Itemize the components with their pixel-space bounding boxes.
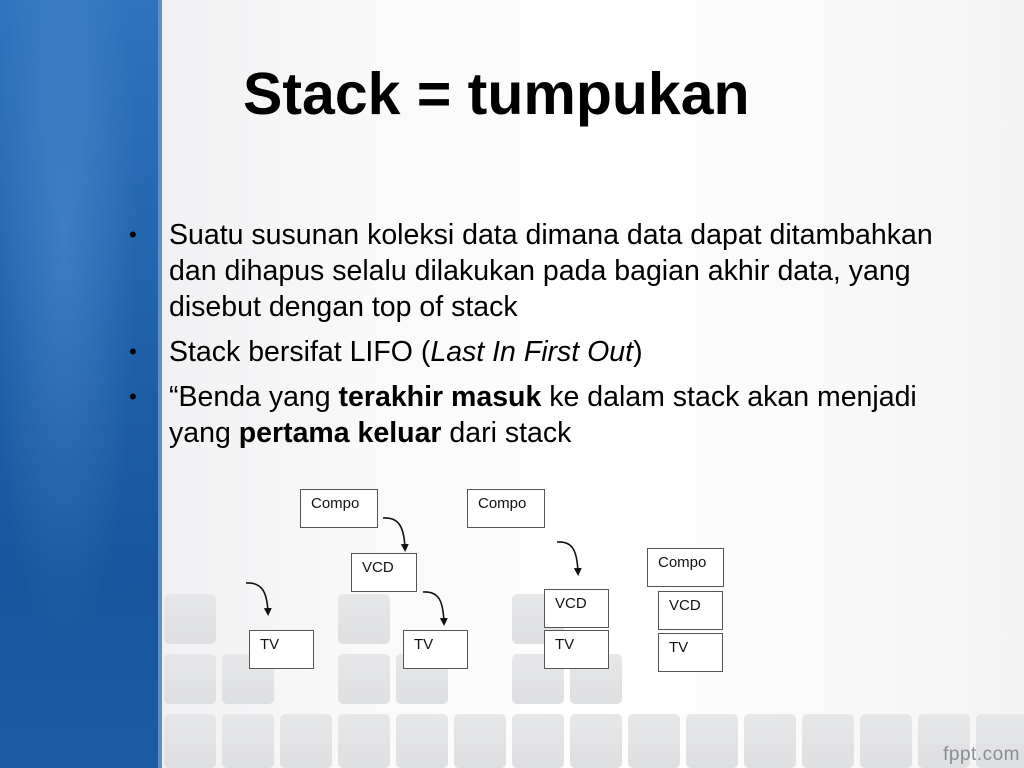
background-tile [222, 714, 274, 768]
bullet-text: pertama keluar [238, 417, 442, 449]
bullet-item: • Suatu susunan koleksi data dimana data … [129, 217, 959, 325]
stack-box-vcd: VCD [658, 591, 723, 630]
background-tile [338, 714, 390, 768]
bullet-text: Last In First Out [430, 336, 634, 368]
stack-box-tv: TV [658, 633, 723, 672]
bullet-text: Stack bersifat LIFO ( [169, 336, 431, 368]
stack-box-tv: TV [544, 630, 609, 669]
stack-box-tv: TV [403, 630, 468, 669]
bullet-text: ke dalam stack akan menjadi yang [169, 381, 917, 449]
background-tile [802, 714, 854, 768]
bullet-text: Suatu susunan koleksi data dimana data d… [169, 219, 933, 323]
bullet-item: • “Benda yang terakhir masuk ke dalam sta… [129, 379, 959, 451]
background-tile [570, 714, 622, 768]
slide-title: Stack = tumpukan [243, 61, 750, 127]
bullet-dot-icon: • [129, 222, 137, 247]
bullet-text: “Benda yang [169, 381, 339, 413]
background-tile [164, 594, 216, 644]
left-band-edge [158, 0, 162, 768]
bullet-item: • Stack bersifat LIFO (Last In First Out) [129, 334, 959, 370]
left-accent-band [0, 0, 160, 768]
background-tile [454, 714, 506, 768]
background-tile [686, 714, 738, 768]
bullet-text: ) [633, 336, 643, 368]
background-tile [164, 714, 216, 768]
stack-box-compo: Compo [647, 548, 724, 587]
background-tile [918, 714, 970, 768]
background-tile [860, 714, 912, 768]
background-tile [976, 714, 1024, 768]
background-tile [164, 654, 216, 704]
watermark: fppt.com [943, 744, 1020, 765]
stack-box-vcd: VCD [544, 589, 609, 628]
bullet-text: dari stack [441, 417, 572, 449]
bullet-dot-icon: • [129, 384, 137, 409]
stack-box-compo-incoming: Compo [300, 489, 378, 528]
bullet-dot-icon: • [129, 339, 137, 364]
background-tile [338, 594, 390, 644]
background-tile [338, 654, 390, 704]
bullet-list: • Suatu susunan koleksi data dimana data … [129, 217, 959, 460]
background-tile [512, 714, 564, 768]
stack-box-tv: TV [249, 630, 314, 669]
background-tile [744, 714, 796, 768]
background-tile [628, 714, 680, 768]
stack-box-compo-incoming: VCD [351, 553, 417, 592]
background-tile [280, 714, 332, 768]
bullet-text: terakhir masuk [338, 381, 542, 413]
background-tile [396, 714, 448, 768]
stack-box-compo-incoming: Compo [467, 489, 545, 528]
